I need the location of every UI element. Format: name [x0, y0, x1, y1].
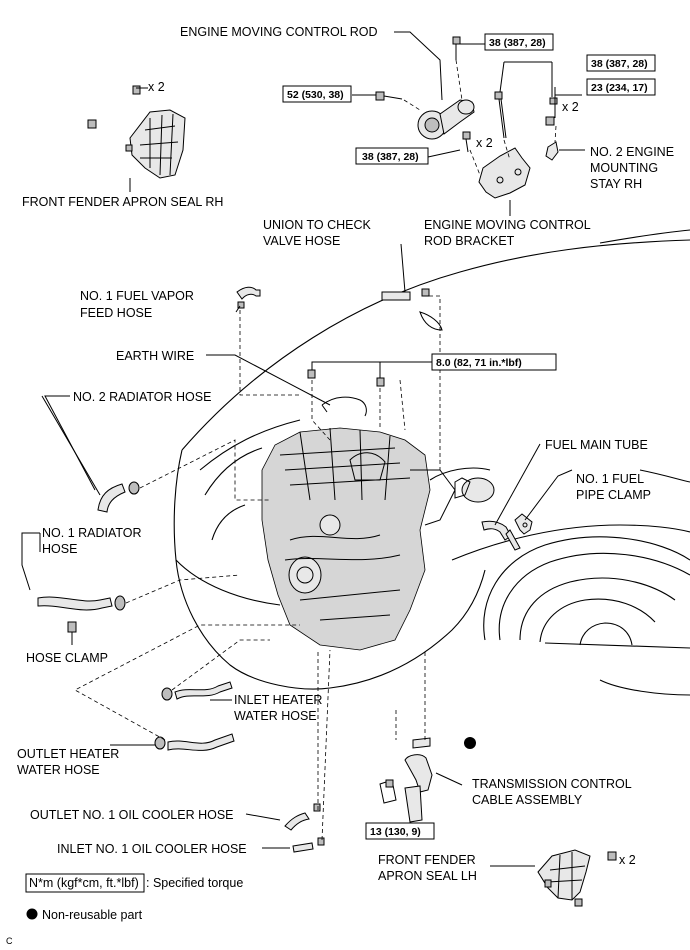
long-bracket-bolt	[494, 91, 507, 139]
outlet-heater-water-hose	[154, 733, 235, 751]
label-transmission-control-cable-1: TRANSMISSION CONTROL	[472, 777, 632, 791]
torque-box-rod-left: 52 (530, 38)	[282, 85, 352, 103]
label-front-fender-apron-seal-rh: FRONT FENDER APRON SEAL RH	[22, 195, 223, 209]
torque-box-earth-wire: 8.0 (82, 71 in.*lbf)	[431, 353, 557, 371]
lh-seal-clip	[544, 851, 617, 907]
label-outlet-heater-water-hose-2: WATER HOSE	[17, 763, 100, 777]
torque-spec-boxes: 38 (387, 28) 38 (387, 28) 23 (234, 17) 5…	[282, 33, 656, 840]
transmission-control-cable-assembly	[379, 737, 433, 823]
label-no1-radiator-hose-2: HOSE	[42, 542, 77, 556]
legend-nonreusable-text: Non-reusable part	[42, 908, 143, 922]
engine-moving-control-rod-bracket	[478, 147, 531, 199]
no2-engine-mounting-stay-rh	[545, 141, 559, 161]
label-engine-moving-control-rod: ENGINE MOVING CONTROL ROD	[180, 25, 377, 39]
svg-text:38 (387, 28): 38 (387, 28)	[489, 37, 546, 49]
torque-box-rod-top: 38 (387, 28)	[484, 33, 554, 51]
label-transmission-control-cable-2: CABLE ASSEMBLY	[472, 793, 583, 807]
label-no1-fuel-vapor-feed-hose-1: NO. 1 FUEL VAPOR	[80, 289, 194, 303]
label-no1-radiator-hose-1: NO. 1 RADIATOR	[42, 526, 142, 540]
stay-nut	[545, 97, 558, 126]
svg-text:8.0 (82, 71 in.*lbf): 8.0 (82, 71 in.*lbf)	[436, 357, 522, 369]
label-union-to-check-valve-hose-1: UNION TO CHECK	[263, 218, 372, 232]
label-inlet-heater-water-hose-1: INLET HEATER	[234, 693, 322, 707]
label-no2-engine-mounting-stay-rh-3: STAY RH	[590, 177, 642, 191]
svg-text:38 (387, 28): 38 (387, 28)	[591, 58, 648, 70]
label-earth-wire: EARTH WIRE	[116, 349, 194, 363]
label-no1-fuel-vapor-feed-hose-2: FEED HOSE	[80, 306, 152, 320]
union-to-check-valve-hose	[381, 288, 430, 301]
label-hose-clamp: HOSE CLAMP	[26, 651, 108, 665]
legend: N*m (kgf*cm, ft.*lbf) : Specified torque…	[25, 873, 243, 922]
svg-text:52 (530, 38): 52 (530, 38)	[287, 89, 344, 101]
no2-radiator-hose	[97, 481, 140, 513]
quantity-labels: x 2 x 2 x 2 x 2	[148, 80, 636, 867]
label-fuel-main-tube: FUEL MAIN TUBE	[545, 438, 648, 452]
torque-box-stay-bolt: 23 (234, 17)	[586, 78, 656, 96]
inlet-no1-oil-cooler-hose	[292, 837, 325, 853]
label-engine-moving-control-rod-bracket-1: ENGINE MOVING CONTROL	[424, 218, 591, 232]
svg-text:38 (387, 28): 38 (387, 28)	[362, 151, 419, 163]
leader-lines	[21, 31, 585, 867]
bracket-bolt-left	[462, 131, 471, 153]
qty-lh-seal-clip: x 2	[619, 853, 636, 867]
label-inlet-heater-water-hose-2: WATER HOSE	[234, 709, 317, 723]
svg-text:23 (234, 17): 23 (234, 17)	[591, 82, 648, 94]
label-no1-fuel-pipe-clamp-2: PIPE CLAMP	[576, 488, 651, 502]
engine-assembly	[261, 427, 495, 651]
label-inlet-no1-oil-cooler-hose: INLET NO. 1 OIL COOLER HOSE	[57, 842, 247, 856]
qty-stay-nut: x 2	[562, 100, 579, 114]
label-outlet-no1-oil-cooler-hose: OUTLET NO. 1 OIL COOLER HOSE	[30, 808, 234, 822]
rod-bolt-top	[452, 36, 461, 60]
no1-fuel-pipe-clamp	[514, 513, 533, 535]
label-no2-radiator-hose: NO. 2 RADIATOR HOSE	[73, 390, 211, 404]
part-labels: ENGINE MOVING CONTROL ROD FRONT FENDER A…	[17, 25, 674, 883]
torque-box-bracket-left: 38 (387, 28)	[355, 147, 429, 165]
label-outlet-heater-water-hose-1: OUTLET HEATER	[17, 747, 119, 761]
fuel-main-tube	[481, 520, 521, 551]
assembly-dashed-lines	[74, 59, 557, 841]
no1-fuel-vapor-feed-hose	[236, 286, 261, 309]
label-engine-moving-control-rod-bracket-2: ROD BRACKET	[424, 234, 515, 248]
qty-rh-seal-clip: x 2	[148, 80, 165, 94]
nonreusable-part-marker	[464, 737, 476, 749]
label-no2-engine-mounting-stay-rh-1: NO. 2 ENGINE	[590, 145, 674, 159]
label-front-fender-apron-seal-lh-1: FRONT FENDER	[378, 853, 476, 867]
outlet-no1-oil-cooler-hose	[284, 803, 321, 831]
legend-torque-desc: : Specified torque	[146, 876, 243, 890]
label-no2-engine-mounting-stay-rh-2: MOUNTING	[590, 161, 658, 175]
legend-nonreusable-dot	[26, 908, 38, 920]
figure-code: C	[6, 936, 13, 946]
torque-box-cable-bracket: 13 (130, 9)	[365, 822, 435, 840]
label-union-to-check-valve-hose-2: VALVE HOSE	[263, 234, 340, 248]
rh-seal-clip	[87, 85, 141, 152]
front-fender-apron-seal-lh	[537, 849, 591, 901]
vehicle-body-outline	[173, 229, 690, 696]
inlet-heater-water-hose	[161, 681, 233, 701]
legend-torque-box-text: N*m (kgf*cm, ft.*lbf)	[29, 876, 139, 890]
legend-torque-box	[25, 873, 145, 893]
front-fender-apron-seal-rh	[129, 109, 186, 179]
earth-wire	[307, 369, 385, 417]
qty-bracket-bolt: x 2	[476, 136, 493, 150]
engine-moving-control-rod	[417, 99, 475, 140]
no1-radiator-hose	[37, 595, 126, 611]
svg-text:13 (130, 9): 13 (130, 9)	[370, 826, 421, 838]
rod-bolt-left	[375, 91, 403, 101]
torque-box-bracket-right: 38 (387, 28)	[586, 54, 656, 72]
hose-clamp	[67, 621, 77, 645]
label-front-fender-apron-seal-lh-2: APRON SEAL LH	[378, 869, 477, 883]
label-no1-fuel-pipe-clamp-1: NO. 1 FUEL	[576, 472, 644, 486]
